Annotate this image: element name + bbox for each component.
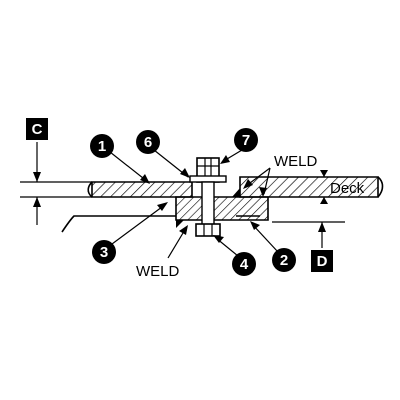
callout-1-circle bbox=[90, 134, 114, 158]
leader-2-arrowhead bbox=[250, 221, 260, 230]
callout-6-number: 6 bbox=[144, 134, 152, 151]
callout-1-number: 1 bbox=[98, 138, 106, 155]
leader-weld-top-a-arrowhead bbox=[243, 179, 253, 189]
dimension-d-box bbox=[311, 250, 333, 272]
callout-2-number: 2 bbox=[280, 252, 288, 269]
callout-4-circle bbox=[232, 252, 256, 276]
leader-3-arrowhead bbox=[157, 202, 168, 211]
dimension-c-arrowhead-top bbox=[33, 172, 41, 182]
left-deck-break-line bbox=[87, 181, 93, 198]
dimension-c: C bbox=[20, 118, 92, 225]
deck-dimension-arrowhead-bottom bbox=[320, 197, 328, 204]
weld-label-top: WELD bbox=[274, 153, 318, 170]
leader-3 bbox=[111, 203, 167, 245]
right-deck-weld-fillet bbox=[232, 188, 240, 197]
leader-lines bbox=[109, 149, 328, 259]
leader-1 bbox=[109, 151, 149, 183]
doubler-plate bbox=[175, 196, 269, 228]
leader-weld-bottom-arrowhead bbox=[179, 225, 188, 235]
leader-4-arrowhead bbox=[213, 235, 224, 243]
right-deck-break-line bbox=[377, 176, 384, 198]
left-deck-plate-section bbox=[91, 181, 193, 198]
dimension-d-arrowhead bbox=[318, 222, 326, 232]
doubler-weld-bottom bbox=[176, 220, 184, 228]
doubler-plate-section bbox=[175, 196, 269, 221]
lower-nut bbox=[195, 223, 221, 237]
dimension-c-label: C bbox=[32, 121, 43, 138]
left-deck-plate bbox=[87, 181, 193, 198]
deck-dimension-arrowhead-top bbox=[320, 170, 328, 177]
callout-7-number: 7 bbox=[242, 132, 250, 149]
leader-2 bbox=[251, 223, 279, 253]
callout-4-number: 4 bbox=[240, 256, 249, 273]
callout-2-circle bbox=[272, 248, 296, 272]
callout-3: 3 bbox=[92, 240, 116, 264]
callout-3-number: 3 bbox=[100, 244, 108, 261]
callout-1: 1 bbox=[90, 134, 114, 158]
leader-1-arrowhead bbox=[140, 174, 150, 184]
leader-7-arrowhead bbox=[220, 155, 230, 164]
leader-6-arrowhead bbox=[180, 168, 190, 178]
lower-plate-left-line bbox=[61, 215, 176, 233]
callout-6: 6 bbox=[136, 130, 160, 154]
leader-weld-top-b-arrowhead bbox=[259, 187, 267, 197]
callout-7-circle bbox=[234, 128, 258, 152]
washer bbox=[189, 175, 227, 183]
dimension-c-arrowhead-bottom bbox=[33, 197, 41, 207]
callout-4: 4 bbox=[232, 252, 256, 276]
weld-label-bottom: WELD bbox=[136, 263, 180, 280]
callout-7: 7 bbox=[234, 128, 258, 152]
bolt-shank bbox=[201, 181, 215, 227]
right-deck-plate bbox=[232, 176, 384, 198]
callout-6-circle bbox=[136, 130, 160, 154]
dimension-c-box bbox=[26, 118, 48, 140]
callout-2: 2 bbox=[272, 248, 296, 272]
dimension-d-label: D bbox=[317, 253, 328, 270]
callout-3-circle bbox=[92, 240, 116, 264]
deck-label: Deck bbox=[330, 180, 365, 197]
fastener-assembly bbox=[189, 157, 227, 237]
dimension-d: D bbox=[272, 221, 345, 272]
